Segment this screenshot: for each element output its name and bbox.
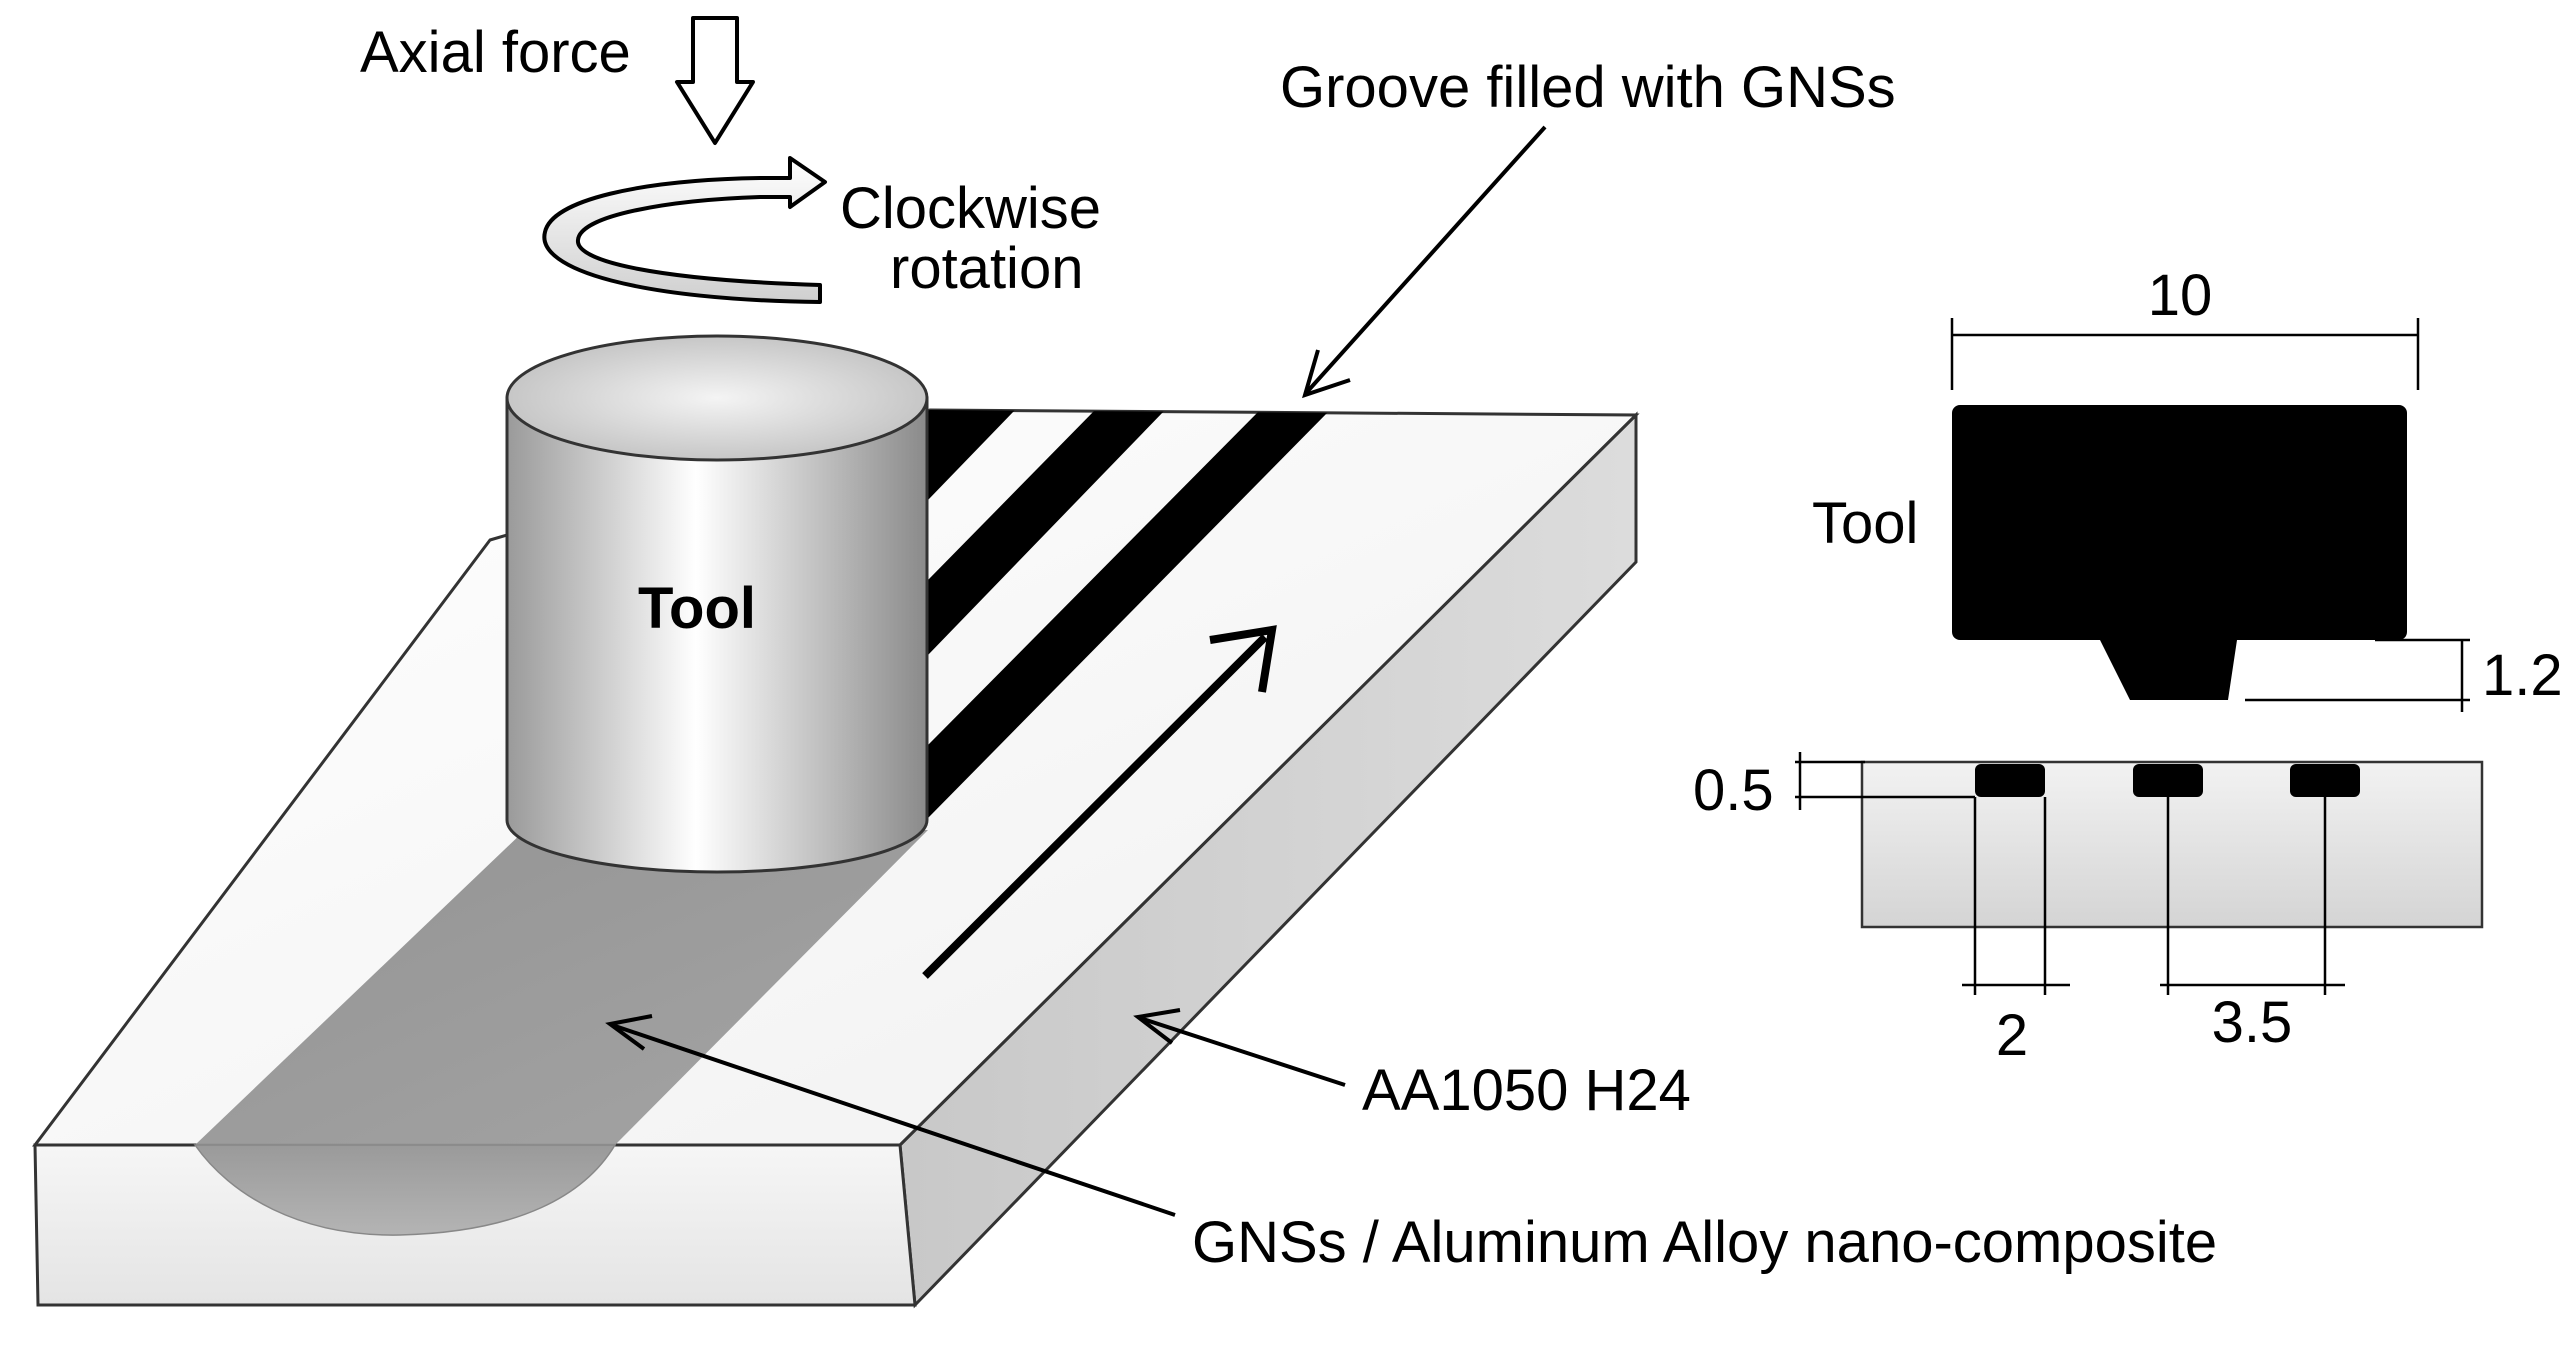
gns-grooves [928,410,1330,818]
material-label: AA1050 H24 [1362,1058,1691,1123]
groove-leader-arrow [1302,125,1547,399]
axial-force-arrow [675,16,755,145]
groove-spacing-dimension: 3.5 [2160,797,2345,1055]
rotation-arrow-band [542,156,827,304]
axial-force-label: Axial force [360,20,631,85]
pin-height-value: 1.2 [2482,643,2563,708]
tool-cylinder-label: Tool [638,576,756,641]
rotation-arrow [542,156,827,304]
groove-width-dimension: 2 [1962,797,2070,1068]
stir-zone-nugget [193,1144,617,1236]
tool-cylinder-top [505,334,929,462]
groove-width-value: 2 [1996,1003,2028,1068]
stir-zone [193,830,928,1236]
processed-track [195,830,928,1145]
composite-leader-arrow [605,1014,1176,1217]
groove-spacing-value: 3.5 [2212,990,2293,1055]
tool-shoulder [1952,405,2407,640]
groove-depth-value: 0.5 [1693,758,1774,823]
tool-width-value: 10 [2148,263,2213,328]
tool-profile-diagram: 10 Tool 1.2 0.5 2 [1693,263,2563,1068]
gns-groove-3 [928,410,1330,818]
groove-depth-dimension: 0.5 [1693,752,1975,823]
tool-cylinder-body [505,396,929,874]
groove-label: Groove filled with GNSs [1280,55,1896,120]
profile-groove-3 [2290,764,2360,797]
pin-height-dimension: 1.2 [2245,638,2563,712]
profile-groove-2 [2133,764,2203,797]
tool-width-dimension: 10 [1950,263,2420,390]
profile-groove-1 [1975,764,2045,797]
tool-profile-label: Tool [1812,491,1918,556]
tool-cylinder: Tool [505,334,929,874]
material-leader-arrow [1133,1008,1346,1087]
gns-groove-2 [928,410,1165,655]
rotation-label-line1: Clockwise [840,176,1101,241]
gns-groove-1 [928,410,1015,500]
rotation-label-line2: rotation [890,236,1083,301]
processing-direction-arrow [922,625,1277,979]
tool-pin [2100,640,2237,700]
composite-label: GNSs / Aluminum Alloy nano-composite [1192,1210,2217,1275]
